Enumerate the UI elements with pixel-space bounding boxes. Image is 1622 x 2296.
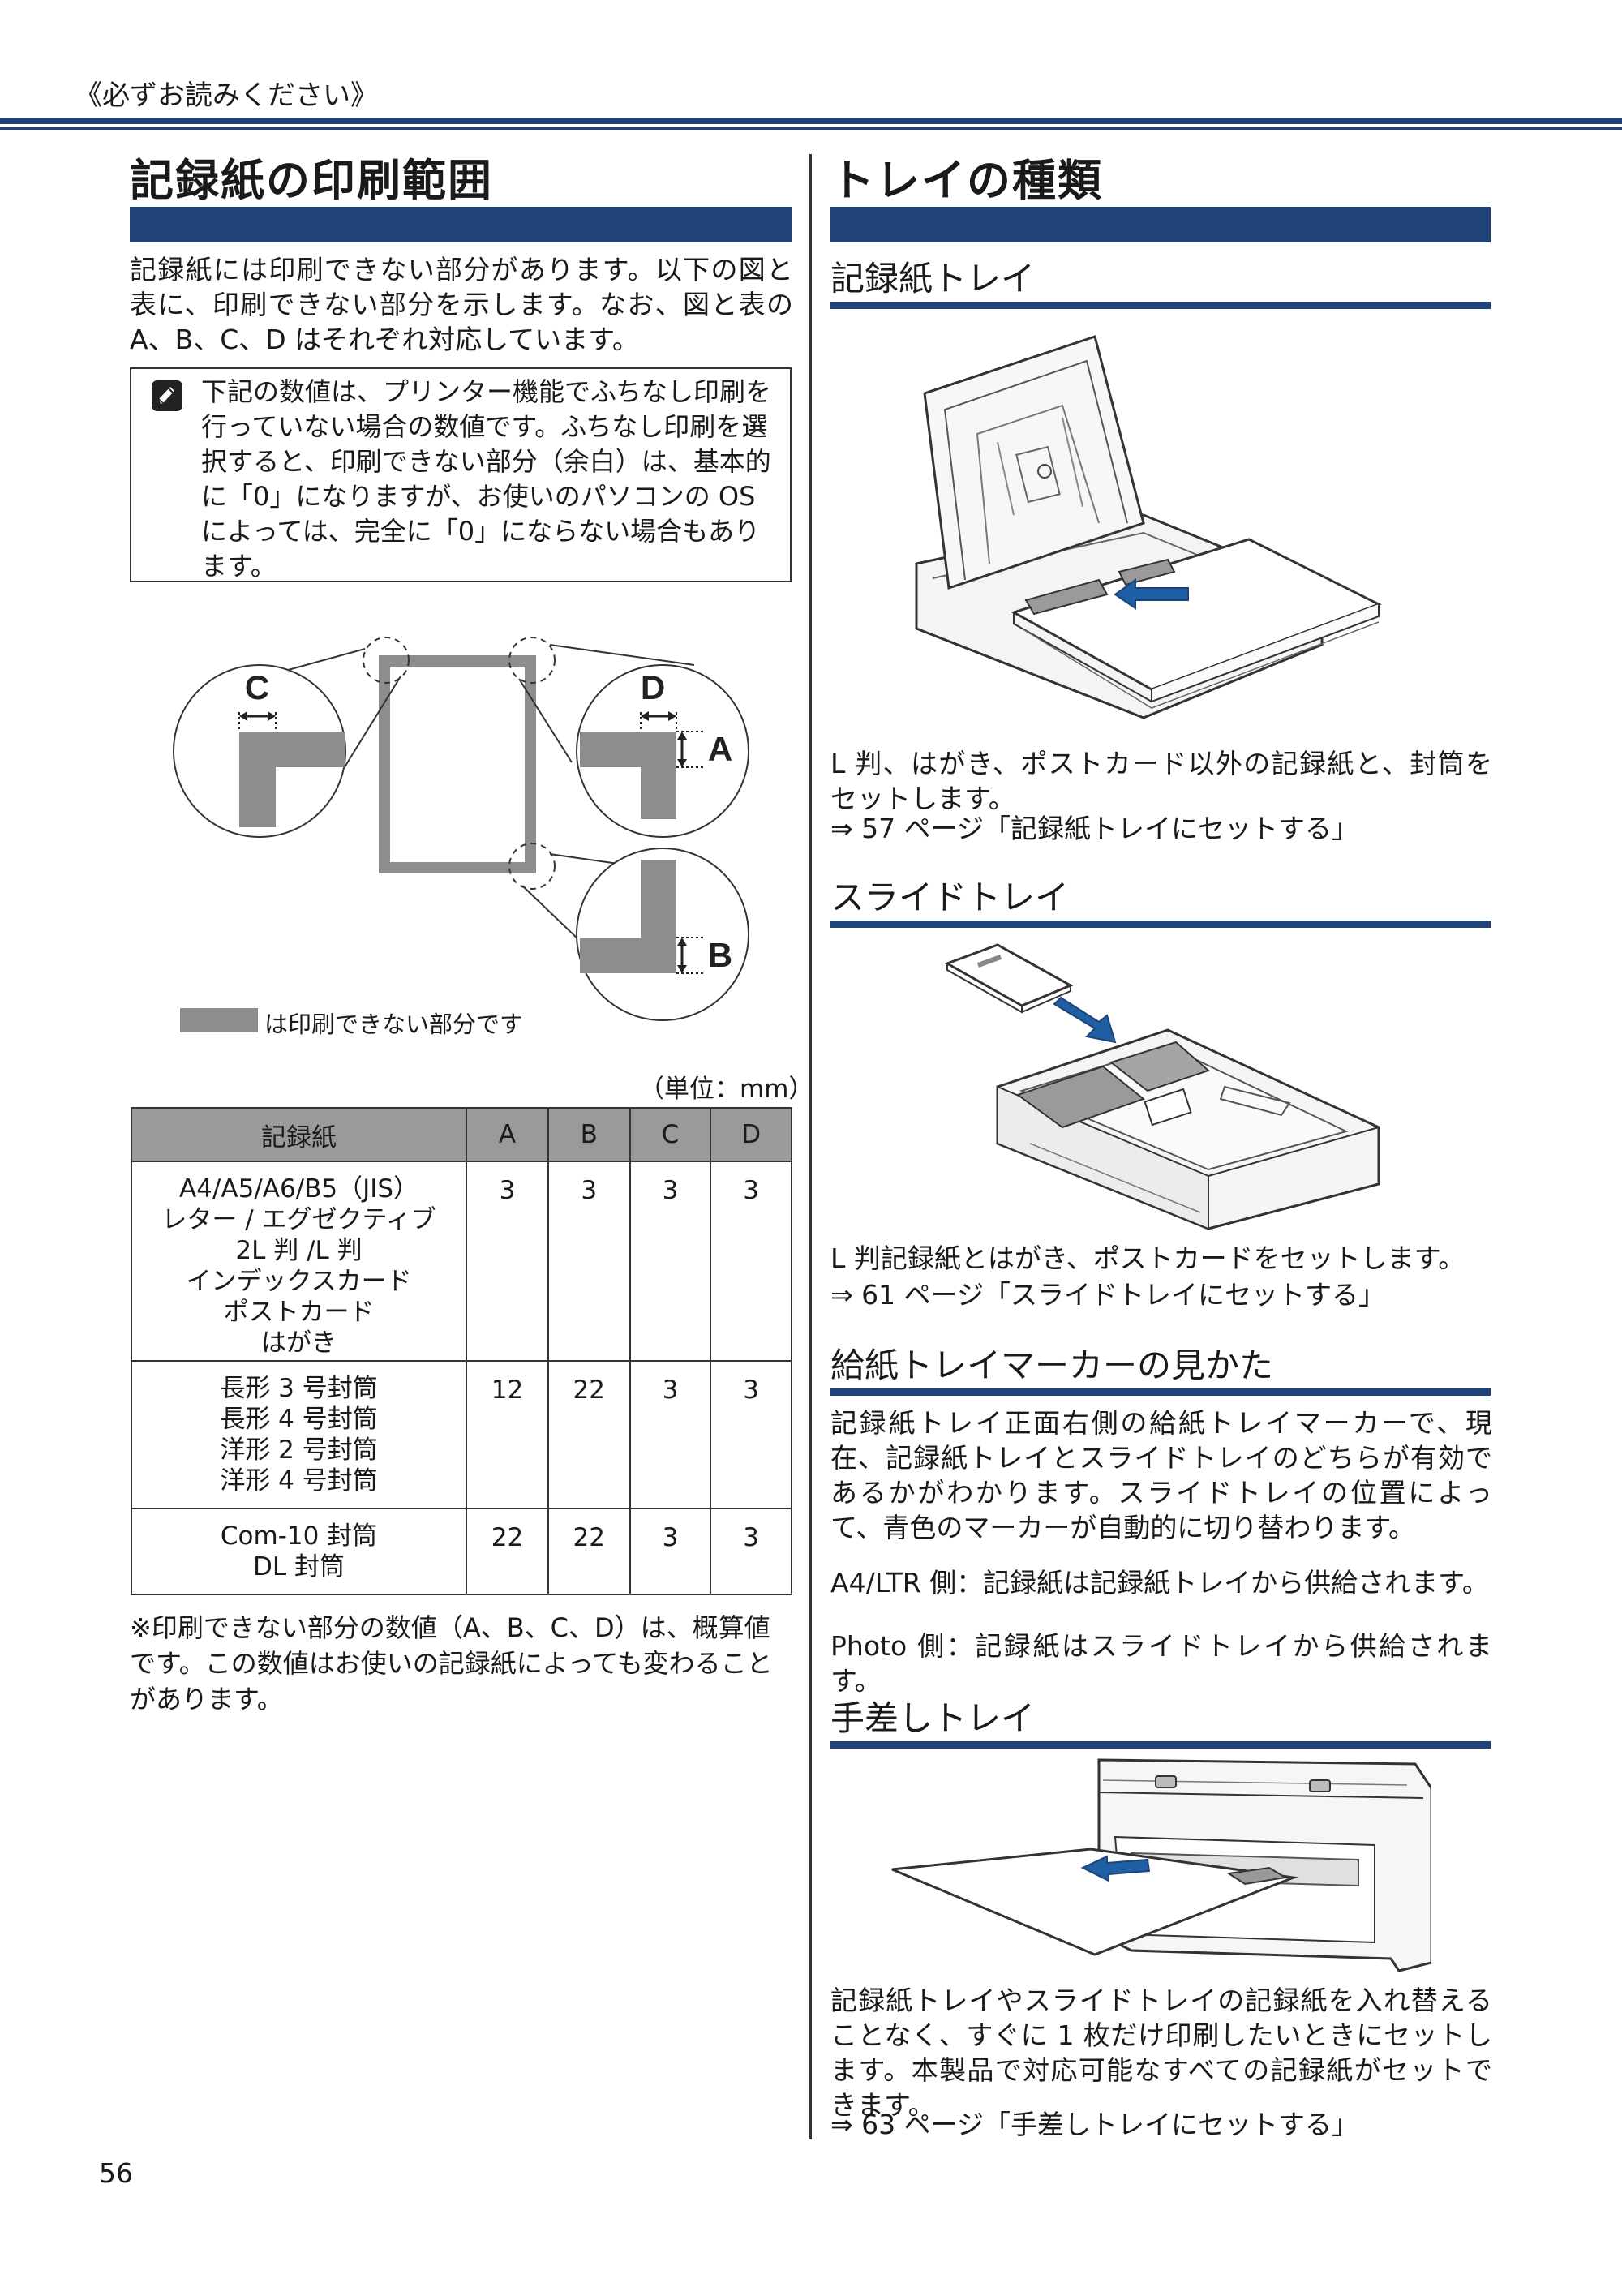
unit-label: （単位：mm） [639, 1075, 814, 1104]
heading-rule [830, 302, 1491, 309]
header-b: B [547, 1107, 631, 1162]
legend-text: は印刷できない部分です [264, 1011, 524, 1038]
table-row: 長形 3 号封筒 長形 4 号封筒 洋形 2 号封筒 洋形 4 号封筒 12 2… [130, 1360, 792, 1509]
value-c: 3 [629, 1161, 712, 1362]
margin-shape-b [580, 860, 676, 973]
paper-cell: 長形 3 号封筒 長形 4 号封筒 洋形 2 号封筒 洋形 4 号封筒 [130, 1360, 468, 1509]
value-d: 3 [710, 1161, 792, 1362]
tray-marker-desc: 記録紙トレイ正面右側の給紙トレイマーカーで、現在、記録紙トレイとスライドトレイの… [830, 1407, 1492, 1543]
insert-arrow-icon [1053, 996, 1117, 1044]
insert-arrow-icon [1114, 578, 1189, 610]
insert-arrow-icon [1080, 1855, 1151, 1882]
slide-tray-ref: ⇒ 61 ページ「スライドトレイにセットする」 [830, 1279, 1385, 1311]
heading-rule [830, 1388, 1491, 1396]
label-b: B [708, 936, 732, 974]
right-title: トレイの種類 [830, 155, 1103, 206]
heading-manual-tray: 手差しトレイ [830, 1698, 1036, 1738]
print-area-diagram: C D A B [173, 637, 749, 1021]
heading-slide-tray: スライドトレイ [830, 878, 1070, 917]
heading-tray-marker: 給紙トレイマーカーの見かた [830, 1345, 1274, 1385]
label-c: C [245, 668, 269, 706]
header-rule-thin [0, 127, 1622, 130]
paper-tray-ref: ⇒ 57 ページ「記録紙トレイにセットする」 [830, 813, 1358, 844]
column-divider [809, 154, 812, 2139]
value-b: 3 [547, 1161, 631, 1362]
header-c: C [629, 1107, 712, 1162]
note-box [130, 367, 792, 582]
left-title: 記録紙の印刷範囲 [130, 155, 493, 206]
manual-tray-illustration [891, 1758, 1431, 1972]
heading-rule [830, 1741, 1491, 1749]
heading-paper-tray: 記録紙トレイ [830, 259, 1036, 298]
paper-tray-illustration [915, 335, 1382, 719]
value-d: 3 [710, 1508, 792, 1595]
value-b: 22 [547, 1360, 631, 1509]
footnote: ※印刷できない部分の数値（A、B、C、D）は、概算値です。この数値はお使いの記録… [130, 1612, 773, 1714]
corner-callout-tr [508, 637, 556, 684]
running-header: 《必ずお読みください》 [75, 79, 378, 112]
intro-text: 記録紙には印刷できない部分があります。以下の図と表に、印刷できない部分を示します… [130, 254, 793, 355]
note-text: 下記の数値は、プリンター機能でふちなし印刷を行っていない場合の数値です。ふちなし… [201, 376, 772, 582]
header-a: A [466, 1107, 549, 1162]
paper-tray-desc: L 判、はがき、ポストカード以外の記録紙と、封筒をセットします。 [830, 748, 1492, 814]
left-title-bar [130, 207, 792, 242]
header-rule [0, 118, 1622, 124]
value-a: 12 [466, 1360, 549, 1509]
tray-marker-photo: Photo 側：記録紙はスライドトレイから供給されます。 [830, 1630, 1492, 1697]
value-c: 3 [629, 1360, 712, 1509]
slide-tray-illustration [944, 943, 1380, 1230]
page-number: 56 [99, 2157, 133, 2189]
manual-tray-ref: ⇒ 63 ページ「手差しトレイにセットする」 [830, 2109, 1358, 2140]
page-margin-frame [379, 655, 536, 873]
slide-tray-desc: L 判記録紙とはがき、ポストカードをセットします。 [830, 1242, 1465, 1274]
corner-callout-br [508, 843, 556, 890]
value-b: 22 [547, 1508, 631, 1595]
margin-shape-d [580, 732, 676, 819]
legend-swatch [180, 1008, 258, 1032]
margin-shape-c [239, 732, 345, 827]
header-d: D [710, 1107, 792, 1162]
table-row: A4/A5/A6/B5（JIS） レター / エグゼクティブ 2L 判 /L 判… [130, 1161, 792, 1362]
memo-icon [152, 380, 182, 411]
heading-rule [830, 921, 1491, 928]
table-row: Com-10 封筒 DL 封筒 22 22 3 3 [130, 1508, 792, 1595]
paper-cell: Com-10 封筒 DL 封筒 [130, 1508, 468, 1595]
table-header-row: 記録紙 A B C D [130, 1107, 792, 1162]
right-title-bar [830, 207, 1491, 242]
header-paper: 記録紙 [130, 1107, 468, 1162]
tray-marker-a4: A4/LTR 側：記録紙は記録紙トレイから供給されます。 [830, 1567, 1489, 1599]
corner-callout-tl [363, 637, 410, 684]
value-a: 3 [466, 1161, 549, 1362]
value-a: 22 [466, 1508, 549, 1595]
margin-table: 記録紙 A B C D A4/A5/A6/B5（JIS） レター / エグゼクテ… [130, 1107, 792, 1595]
manual-tray-desc: 記録紙トレイやスライドトレイの記録紙を入れ替えることなく、すぐに 1 枚だけ印刷… [830, 1985, 1492, 2121]
label-d: D [641, 668, 665, 706]
value-c: 3 [629, 1508, 712, 1595]
paper-cell: A4/A5/A6/B5（JIS） レター / エグゼクティブ 2L 判 /L 判… [130, 1161, 468, 1362]
value-d: 3 [710, 1360, 792, 1509]
label-a: A [708, 730, 732, 768]
